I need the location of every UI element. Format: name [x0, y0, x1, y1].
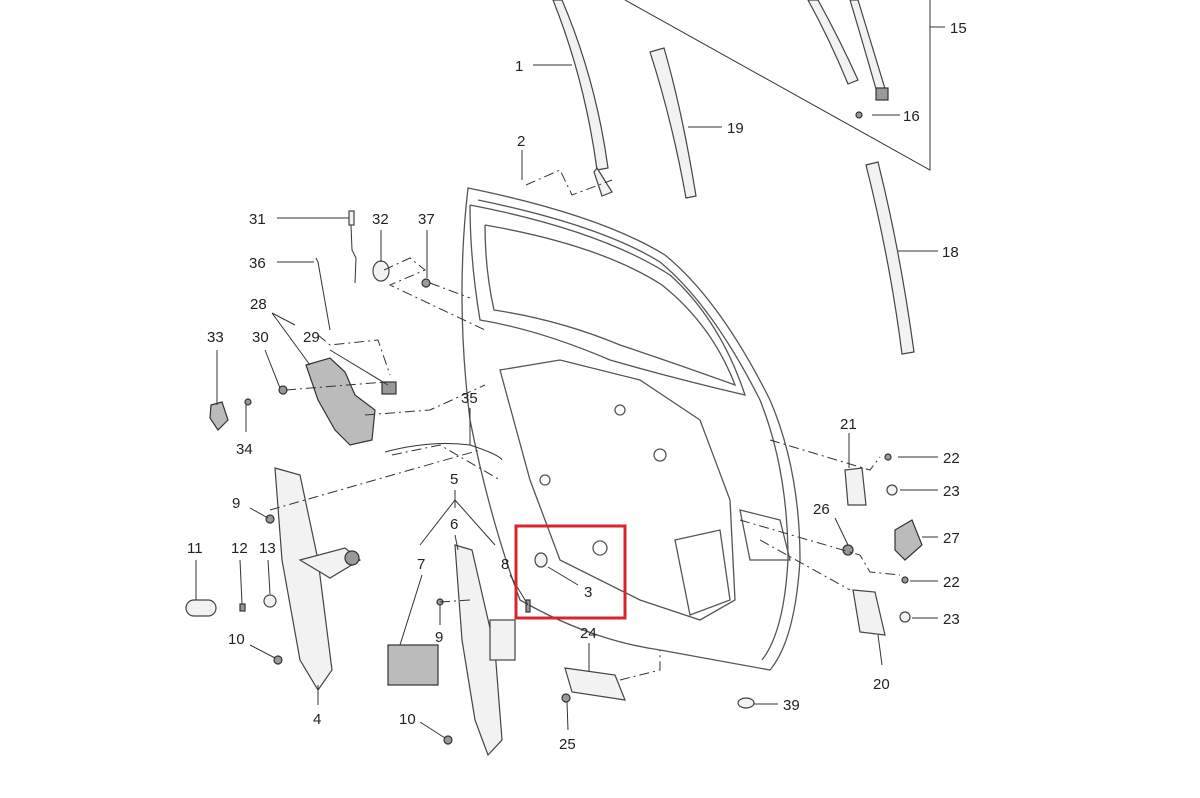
callout-3-29: 3 — [584, 584, 592, 601]
clip-12 — [239, 603, 246, 612]
callout-25-38: 25 — [559, 736, 576, 753]
nuts-23 — [886, 484, 911, 623]
callout-7-27: 7 — [417, 556, 425, 573]
window-channel-1 — [552, 0, 613, 197]
callout-4-34: 4 — [313, 711, 321, 728]
callout-22-21: 22 — [943, 574, 960, 591]
highlight-box — [514, 524, 627, 620]
callout-5-25: 5 — [450, 471, 458, 488]
callout-26-19: 26 — [813, 501, 830, 518]
bracket-33 — [209, 398, 252, 431]
callout-9-35: 9 — [435, 629, 443, 646]
window-regulator-6 — [387, 544, 531, 757]
plug-39 — [737, 697, 755, 709]
callout-22-17: 22 — [943, 450, 960, 467]
lock-cable-31 — [348, 210, 357, 284]
window-regulator-4 — [265, 467, 362, 692]
door-shell — [461, 187, 801, 671]
callout-10-33: 10 — [228, 631, 245, 648]
washer-13 — [263, 594, 277, 608]
clip-37 — [421, 278, 431, 288]
window-seal-19 — [649, 47, 697, 199]
callout-23-18: 23 — [943, 483, 960, 500]
hinge-21 — [844, 467, 867, 506]
callout-39-39: 39 — [783, 697, 800, 714]
callout-15-2: 15 — [950, 20, 967, 37]
callout-19-4: 19 — [727, 120, 744, 137]
leader-lines — [195, 64, 938, 739]
callout-6-26: 6 — [450, 516, 458, 533]
window-glass-outline — [624, 0, 945, 171]
plug-3 — [534, 552, 548, 568]
callout-33-13: 33 — [207, 329, 224, 346]
callout-20-23: 20 — [873, 676, 890, 693]
striker-27 — [894, 519, 923, 561]
cable-35 — [384, 443, 503, 461]
callout-2-1: 2 — [517, 133, 525, 150]
callout-35-15: 35 — [461, 390, 478, 407]
callout-34-14: 34 — [236, 441, 253, 458]
callout-10-36: 10 — [399, 711, 416, 728]
door-lock-28 — [278, 357, 397, 446]
callout-28-10: 28 — [250, 296, 267, 313]
callout-8-28: 8 — [501, 556, 509, 573]
callout-24-37: 24 — [580, 625, 597, 642]
callout-12-31: 12 — [231, 540, 248, 557]
screws-22 — [884, 453, 909, 584]
handle-11 — [185, 599, 217, 617]
callout-1-0: 1 — [515, 58, 523, 75]
callout-21-16: 21 — [840, 416, 857, 433]
grommet-32 — [372, 260, 390, 282]
callout-13-32: 13 — [259, 540, 276, 557]
callout-30-11: 30 — [252, 329, 269, 346]
callout-36-9: 36 — [249, 255, 266, 272]
rod-36 — [315, 257, 331, 331]
callout-29-12: 29 — [303, 329, 320, 346]
callout-9-24: 9 — [232, 495, 240, 512]
callout-18-5: 18 — [942, 244, 959, 261]
window-rail-top-right — [807, 0, 889, 119]
callout-11-30: 11 — [187, 540, 203, 557]
callout-27-20: 27 — [943, 530, 960, 547]
callout-37-8: 37 — [418, 211, 435, 228]
callout-32-7: 32 — [372, 211, 389, 228]
hinge-20 — [852, 589, 886, 636]
check-strap-24 — [561, 667, 626, 703]
callout-23-22: 23 — [943, 611, 960, 628]
callout-16-3: 16 — [903, 108, 920, 125]
window-seal-18 — [865, 161, 915, 355]
assembly-dash-lines — [269, 169, 901, 681]
callout-31-6: 31 — [249, 211, 266, 228]
